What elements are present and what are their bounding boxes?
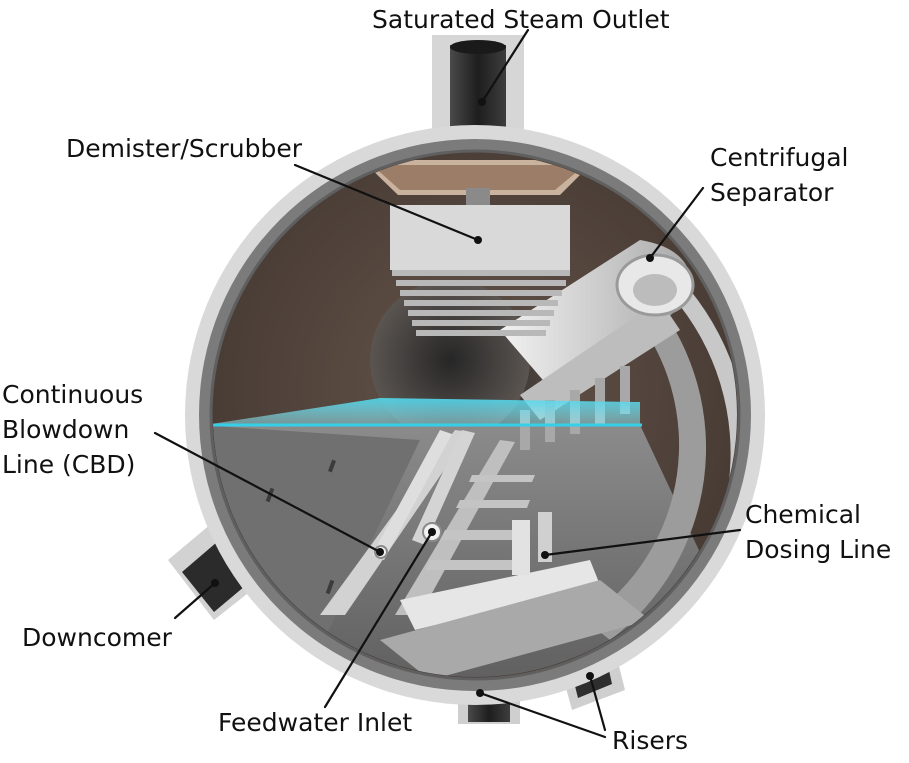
leader-dot-riser-bottom (476, 689, 484, 697)
label-cbd-line2: Blowdown (2, 415, 130, 444)
label-downcomer: Downcomer (22, 623, 172, 652)
leader-dot-steam-outlet (478, 98, 486, 106)
label-centrifugal-line1: Centrifugal (710, 143, 849, 172)
label-centrifugal-line2: Separator (710, 178, 834, 207)
internal-headers (320, 430, 650, 677)
label-continuous-blowdown-line: Continuous Blowdown Line (CBD) (2, 377, 143, 482)
leader-riser-bottom (478, 691, 607, 739)
leader-chemical-dosing (543, 528, 742, 557)
water-level-plane (213, 398, 640, 425)
leader-centrifugal-separator (648, 186, 705, 260)
leader-dot-chemical (541, 551, 549, 559)
label-demister-scrubber: Demister/Scrubber (66, 134, 302, 163)
leader-riser-right (588, 674, 607, 732)
label-centrifugal-separator: Centrifugal Separator (710, 140, 849, 210)
leader-steam-outlet (480, 28, 530, 104)
leader-dot-downcomer (211, 579, 219, 587)
leader-downcomer (173, 581, 217, 620)
leader-dot-riser-right (586, 672, 594, 680)
label-chemical-line1: Chemical (745, 500, 861, 529)
label-cbd-line3: Line (CBD) (2, 450, 136, 479)
leader-dot-demister (474, 236, 482, 244)
leader-dot-centrifugal (646, 254, 654, 262)
label-chemical-line2: Dosing Line (745, 535, 892, 564)
leader-feedwater (323, 530, 434, 709)
centrifugal-separator (500, 240, 695, 450)
leader-cbd (153, 431, 382, 554)
label-feedwater-inlet: Feedwater Inlet (218, 708, 413, 737)
leader-dot-cbd (376, 548, 384, 556)
label-cbd-line1: Continuous (2, 380, 144, 409)
leader-dot-feedwater (428, 528, 436, 536)
leader-demister (293, 163, 480, 242)
label-risers: Risers (612, 726, 689, 755)
blowdown-and-feedwater-pipes (372, 430, 475, 560)
label-saturated-steam-outlet: Saturated Steam Outlet (372, 5, 670, 34)
label-chemical-dosing-line: Chemical Dosing Line (745, 497, 891, 567)
